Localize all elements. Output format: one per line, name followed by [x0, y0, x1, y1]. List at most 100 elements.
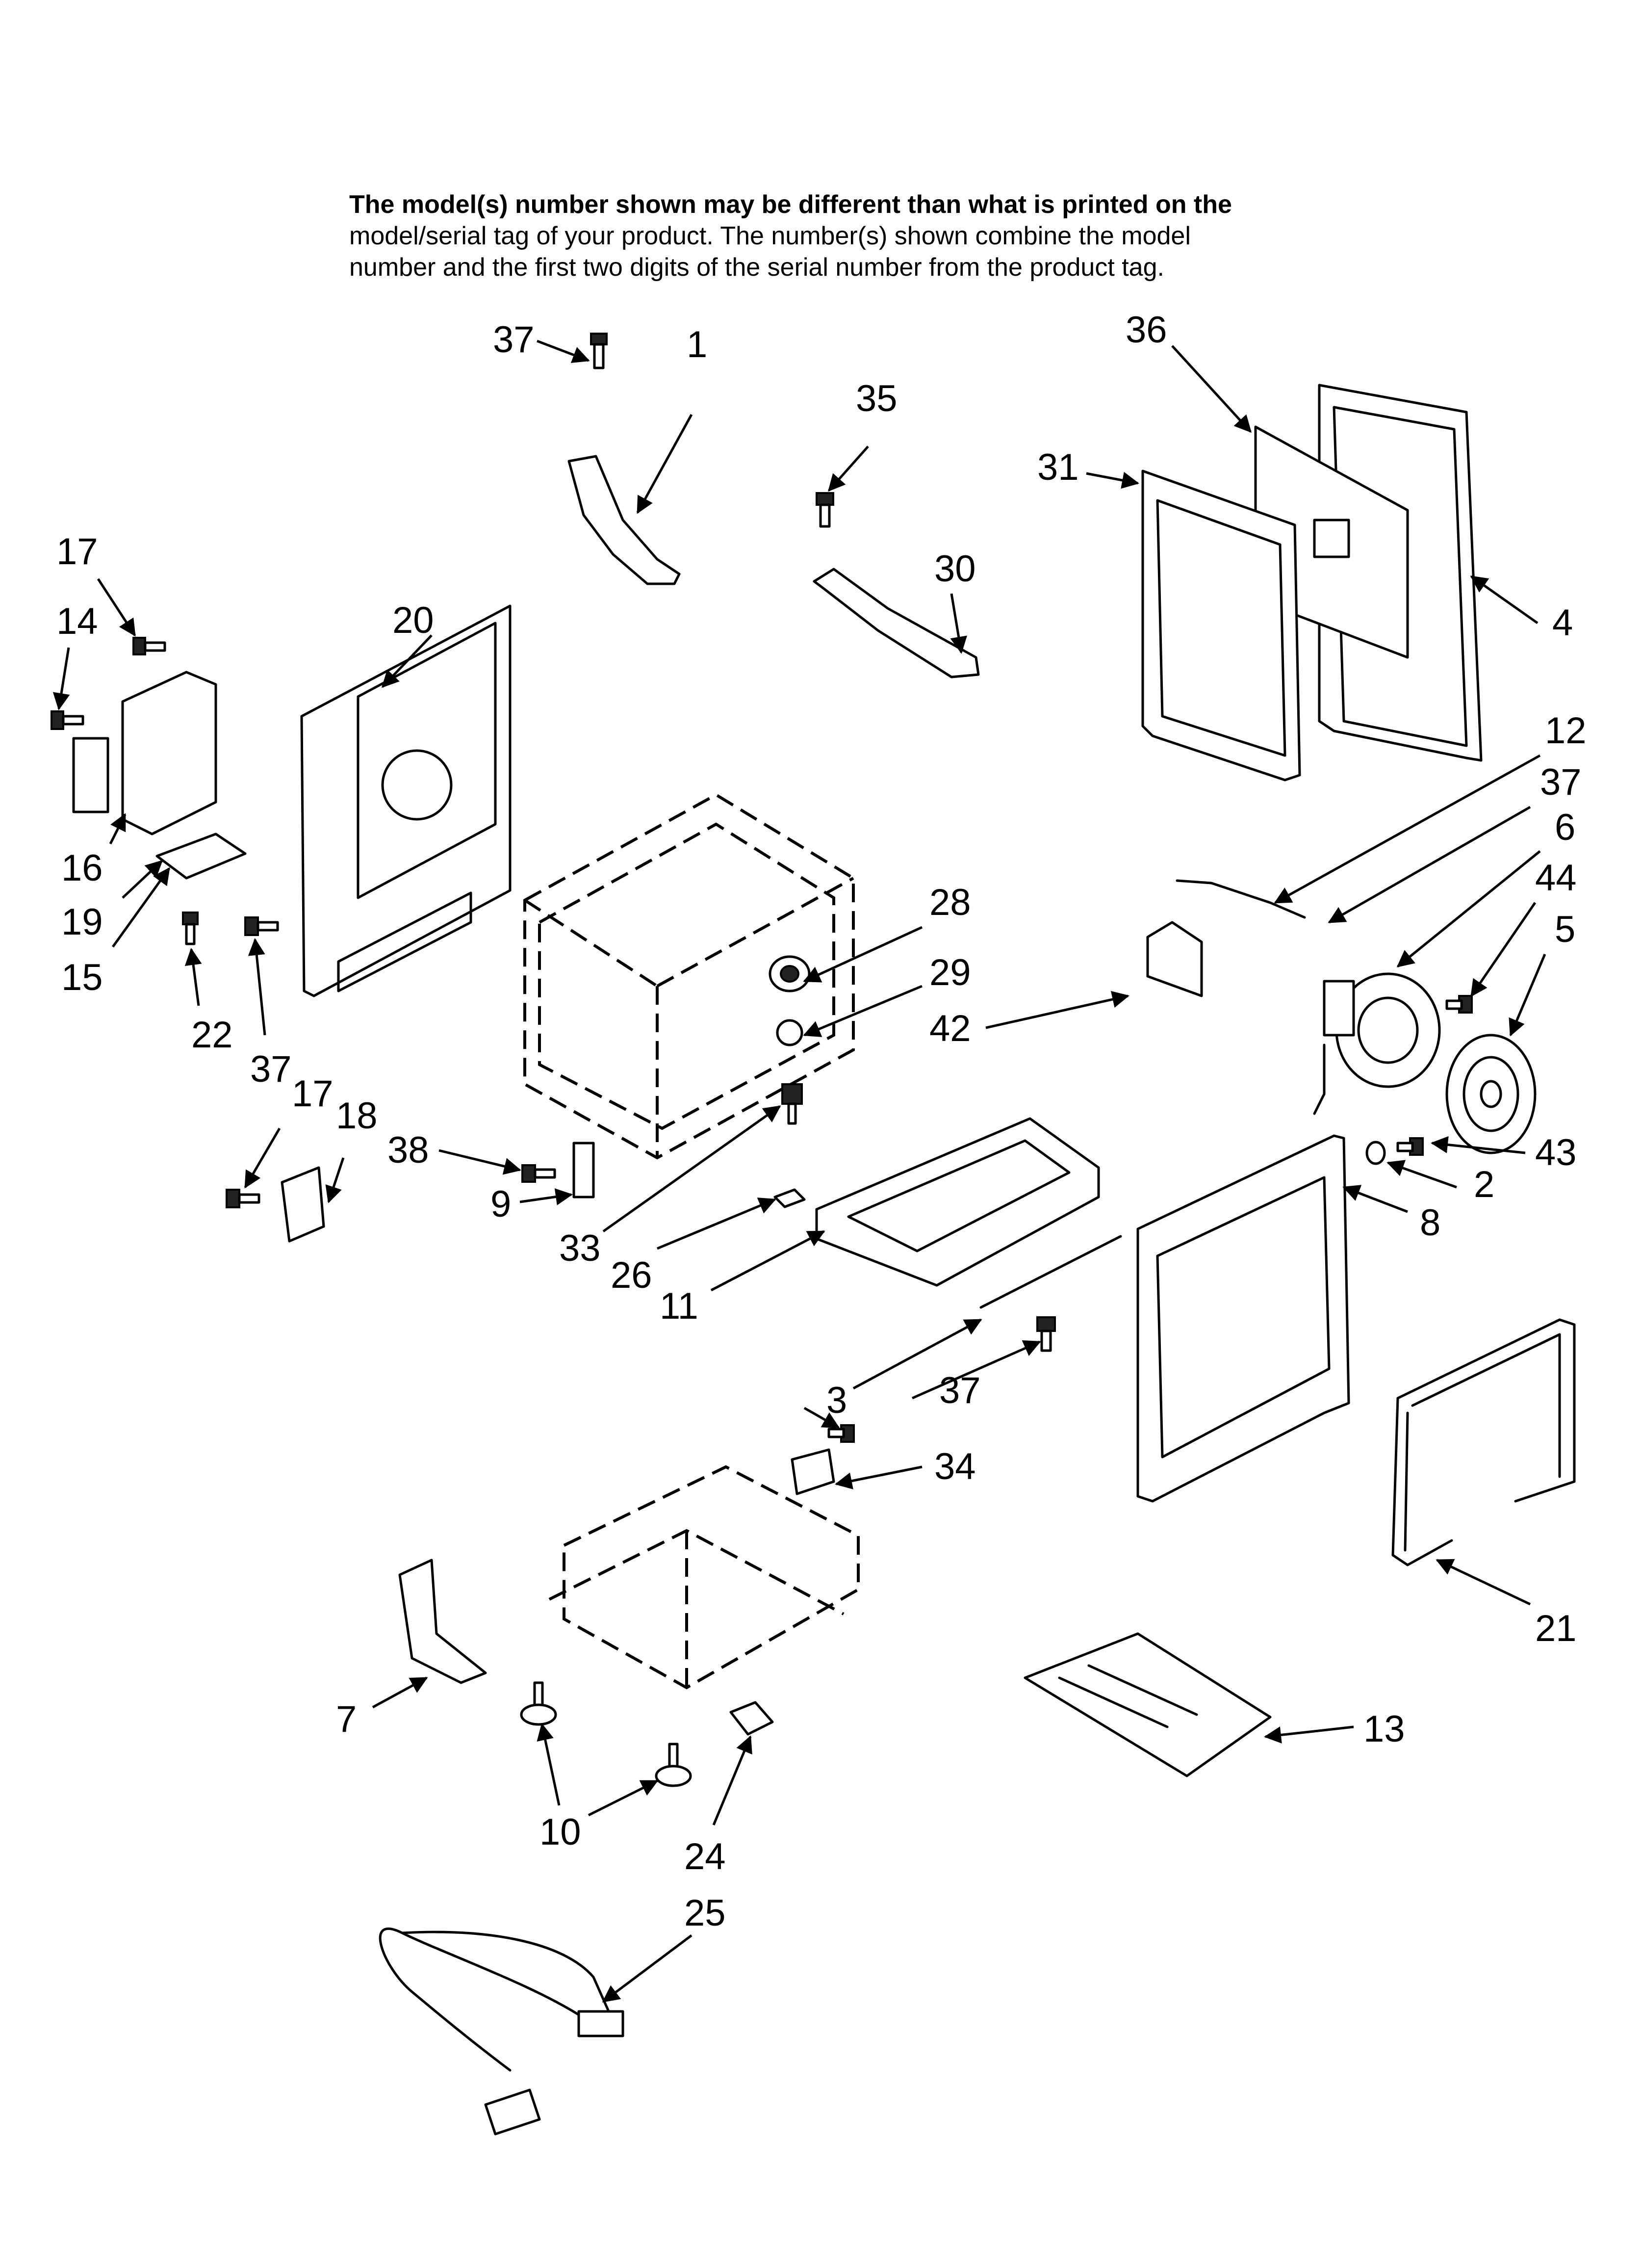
part-43-screw: [1396, 1137, 1424, 1156]
part-37-screw-top: [590, 333, 608, 369]
part-7-leg-bracket: [398, 1559, 487, 1684]
part-6-convection-fan: [1313, 972, 1441, 1115]
callout-24: 24: [684, 1836, 726, 1877]
callout-31: 31: [1037, 446, 1079, 488]
part-21-door-gasket: [1391, 1318, 1576, 1566]
part-30-bar: [813, 568, 980, 678]
callout-21: 21: [1535, 1608, 1577, 1649]
part-17-screw: [132, 637, 166, 655]
callout-17-top: 17: [56, 531, 98, 573]
callout-42: 42: [929, 1008, 971, 1049]
part-9-bracket: [572, 1142, 595, 1199]
part-17-screw-lower: [226, 1189, 260, 1208]
callout-6: 6: [1555, 807, 1575, 848]
callout-16: 16: [61, 847, 103, 889]
part-26-clip: [773, 1188, 806, 1208]
callout-36: 36: [1126, 309, 1167, 351]
base-frame-outline: [563, 1465, 860, 1690]
part-34-bracket: [791, 1448, 835, 1495]
callout-44: 44: [1535, 857, 1577, 899]
callout-30: 30: [934, 548, 976, 590]
part-31-inner-door: [1141, 469, 1301, 782]
oven-cavity-front: [524, 877, 854, 1158]
part-19-plate: [155, 833, 247, 880]
part-36-window: [1313, 519, 1350, 558]
part-10-leveling-leg-b: [655, 1743, 692, 1787]
callout-8: 8: [1420, 1202, 1440, 1244]
part-31-window: [1156, 499, 1286, 757]
notice-line-3: number and the first two digits of the s…: [349, 253, 1164, 282]
part-2-washer: [1365, 1141, 1386, 1165]
callout-37-left: 37: [250, 1048, 292, 1090]
part-13-bottom-panel: [1024, 1632, 1272, 1777]
callout-35: 35: [856, 378, 898, 419]
notice-line-1: The model(s) number shown may be differe…: [349, 190, 1232, 219]
part-38-screw: [521, 1164, 556, 1183]
callout-14: 14: [56, 600, 98, 642]
part-11-bottom-tray: [815, 1117, 1100, 1287]
callout-10: 10: [539, 1811, 581, 1853]
callout-1: 1: [687, 324, 707, 365]
part-16-junction-box: [121, 671, 217, 835]
callout-17-lower: 17: [292, 1073, 334, 1115]
part-25-power-cord: [379, 1928, 615, 2072]
part-8-door-frame: [1136, 1134, 1350, 1503]
part-25-plug: [484, 2088, 541, 2136]
callout-29: 29: [929, 952, 971, 993]
callout-19: 19: [61, 901, 103, 943]
part-3-strip: [979, 1235, 1122, 1309]
callout-4: 4: [1552, 602, 1573, 644]
part-20-cutout: [357, 622, 497, 899]
part-5-fan-cover: [1445, 1034, 1537, 1154]
part-20-fan-hole: [381, 749, 453, 821]
part-44-screw: [1445, 995, 1473, 1014]
part-14-screw: [51, 710, 84, 730]
part-37-screw-middle: [1036, 1316, 1056, 1352]
part-10-leveling-leg-a: [520, 1681, 557, 1726]
part-33-sensor: [781, 1083, 803, 1125]
model-number-notice: The model(s) number shown may be differe…: [349, 189, 1477, 283]
callout-2: 2: [1474, 1164, 1494, 1205]
callout-11: 11: [660, 1285, 698, 1327]
callout-37-right: 37: [1540, 761, 1582, 803]
callout-12: 12: [1545, 710, 1587, 752]
callout-5: 5: [1555, 909, 1575, 950]
callout-3: 3: [826, 1380, 847, 1421]
oven-cavity-inner: [538, 822, 835, 1130]
part-11-tray-inner: [847, 1139, 1071, 1252]
callout-20: 20: [392, 600, 434, 641]
callout-7: 7: [336, 1698, 357, 1740]
part-42-plate: [1146, 921, 1203, 997]
callout-38: 38: [387, 1129, 429, 1171]
part-20-rear-panel: [300, 604, 512, 997]
callout-37-top: 37: [493, 319, 535, 361]
part-28-lamp-socket: [769, 955, 811, 992]
base-frame-inner: [548, 1529, 845, 1688]
part-25-terminal-block: [577, 2010, 624, 2037]
callout-28: 28: [929, 882, 971, 923]
part-37-screw-left: [244, 916, 279, 936]
callout-34: 34: [934, 1446, 976, 1487]
part-29-lamp-bulb: [776, 1019, 803, 1046]
leader-lines: [52, 339, 1546, 2003]
oven-cavity-outline: [523, 793, 855, 1160]
callout-33: 33: [559, 1227, 601, 1269]
callout-22: 22: [191, 1014, 233, 1056]
callout-43: 43: [1535, 1132, 1577, 1173]
notice-line-2: model/serial tag of your product. The nu…: [349, 222, 1191, 250]
callout-13: 13: [1363, 1708, 1405, 1750]
callout-9: 9: [490, 1183, 511, 1225]
part-20-bottom-slot: [337, 891, 472, 992]
callout-26: 26: [611, 1254, 652, 1296]
part-12-wire: [1176, 879, 1306, 919]
callout-18: 18: [336, 1095, 378, 1137]
callout-37-middle: 37: [939, 1370, 981, 1411]
part-8-frame-opening: [1156, 1176, 1331, 1459]
callout-15: 15: [61, 957, 103, 998]
part-16-louver: [72, 737, 109, 813]
part-37-screw-lower: [827, 1424, 855, 1443]
part-1-bracket: [567, 455, 681, 585]
callout-labels: 37 1 35 30 36 31 4 12 37 6 44 5 43 2 8 2…: [56, 309, 1587, 1934]
part-13-panel-fold: [1058, 1664, 1198, 1728]
